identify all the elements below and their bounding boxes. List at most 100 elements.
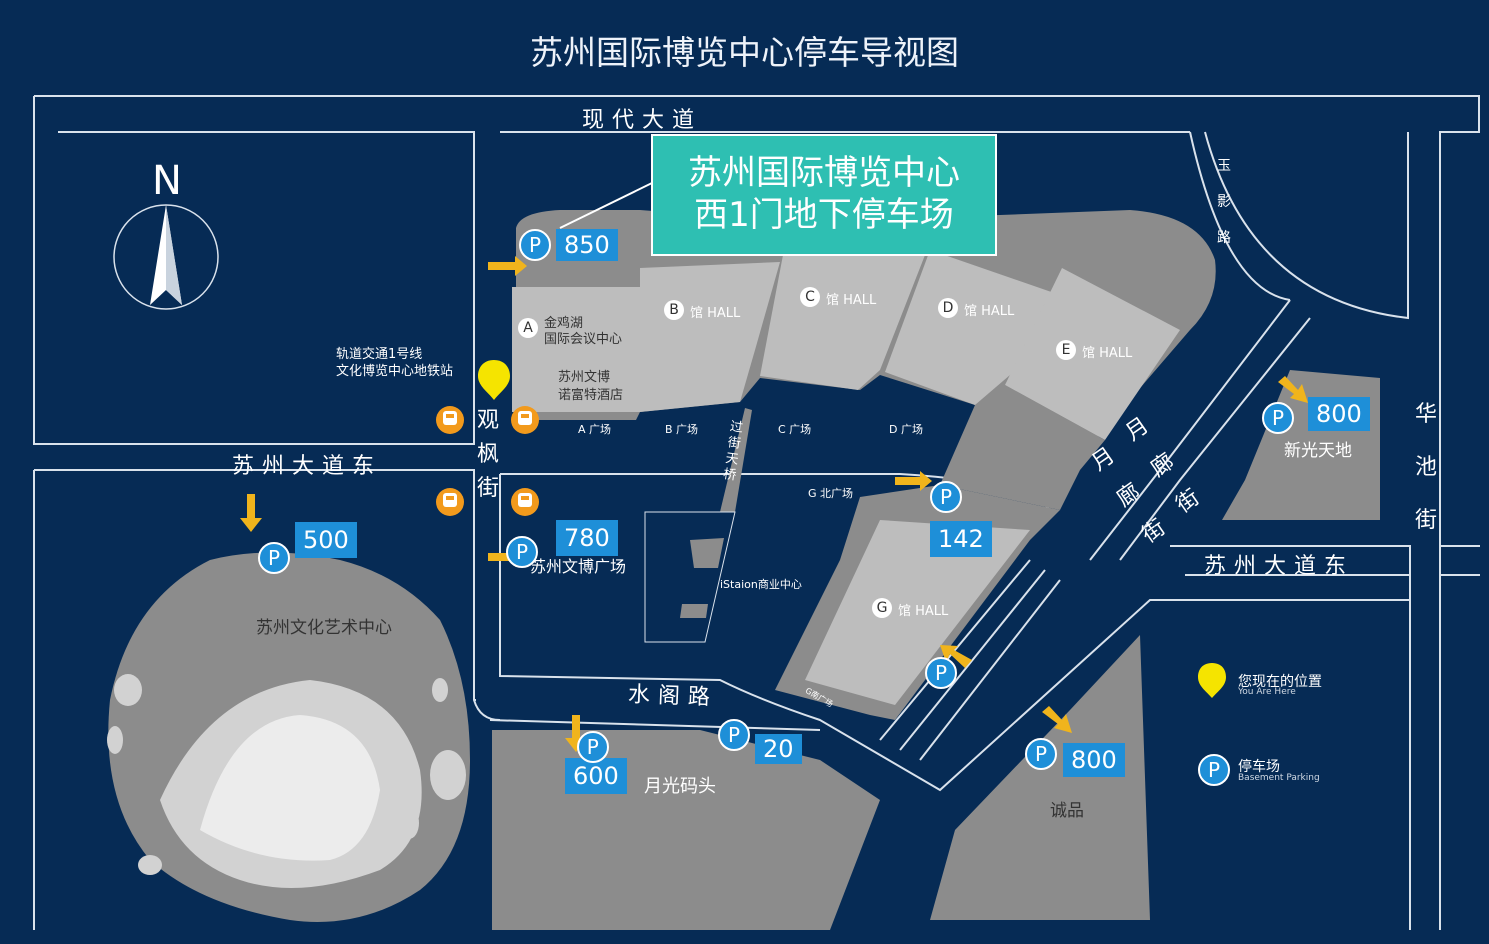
istation-label: iStaion商业中心: [720, 578, 802, 591]
hall-e-block: [1005, 268, 1180, 440]
hotel-name-1: 苏州文博: [558, 370, 611, 385]
hall-b-letter: B: [664, 300, 684, 320]
hall-c-block: [760, 255, 925, 390]
arrow-500: [240, 494, 262, 532]
metro-icon-4: [511, 488, 539, 516]
culture-center-core: [200, 715, 380, 861]
parking-p-icon: P: [930, 481, 962, 513]
metro-icon-1: [436, 406, 464, 434]
parking-g-south-p-icon[interactable]: P: [925, 657, 957, 689]
parking-500-count: 500: [295, 522, 357, 558]
street-guanfeng: 观枫街: [476, 408, 499, 501]
road-outline-diag1: [1089, 299, 1291, 561]
hall-c-name: 馆 HALL: [826, 293, 877, 308]
road-outline-diag2: [1119, 317, 1311, 561]
legend-parking-en: Basement Parking: [1238, 773, 1320, 783]
plaza-b: B 广场: [665, 423, 699, 436]
hall-g-block: [805, 520, 1030, 705]
parking-p-icon: P: [718, 719, 750, 751]
road-outline-diag4: [919, 579, 1061, 761]
hall-b-block: [640, 262, 780, 412]
parking-p-icon: P: [576, 731, 609, 763]
hall-a-name-2: 国际会议中心: [544, 332, 623, 347]
arrow-142: [895, 471, 932, 491]
parking-p-icon: P: [1262, 402, 1294, 434]
hotel-name-2: 诺富特酒店: [558, 388, 624, 403]
road-outline-left-block: [33, 96, 475, 445]
callout-line-1: 苏州国际博览中心: [688, 153, 960, 193]
hall-e-letter: E: [1056, 340, 1076, 360]
arrow-800-eslite: [1042, 706, 1072, 733]
plaza-d: D 广场: [889, 423, 923, 436]
metro-station-line1: 轨道交通1号线: [336, 347, 423, 362]
parking-850[interactable]: P 850: [519, 229, 618, 261]
moon-pier-label: 月光码头: [644, 776, 716, 797]
hall-connector: [940, 385, 1105, 510]
hall-d-letter: D: [938, 298, 958, 318]
street-suzhou-ave-east-left: 苏州大道东: [232, 454, 383, 479]
hall-a-letter: A: [518, 318, 538, 338]
parking-850-count: 850: [556, 229, 618, 261]
page-title: 苏州国际博览中心停车导视图: [530, 33, 959, 72]
road-outline-diag5: [899, 569, 1046, 751]
road-outline-diag3: [879, 559, 1031, 741]
street-suzhou-ave-east-right: 苏州大道东: [1204, 554, 1355, 579]
arrow-g-south: [940, 645, 972, 668]
istation-outline: [644, 511, 736, 643]
parking-142[interactable]: P 142: [930, 481, 992, 557]
callout-line-2: 西1门地下停车场: [694, 195, 954, 235]
culture-center-label: 苏州文化艺术中心: [256, 618, 392, 638]
parking-800-east[interactable]: P 800: [1262, 394, 1370, 434]
hall-e-name: 馆 HALL: [1082, 346, 1133, 361]
parking-20-count: 20: [755, 734, 802, 764]
parking-800-eslite-count: 800: [1063, 743, 1125, 777]
hall-g-name: 馆 HALL: [898, 604, 949, 619]
street-yuying-road: 玉影路: [1217, 158, 1231, 246]
parking-142-count: 142: [930, 521, 992, 557]
istation-block-2: [680, 604, 708, 618]
hall-c-letter: C: [800, 287, 820, 307]
metro-icon-2: [511, 406, 539, 434]
parking-800-eslite[interactable]: P 800: [1025, 731, 1125, 777]
metro-station-line2: 文化博览中心地铁站: [336, 364, 454, 379]
parking-600[interactable]: 600 P: [565, 720, 627, 794]
hall-b-name: 馆 HALL: [690, 306, 741, 321]
parking-780-count: 780: [556, 520, 618, 556]
eslite-block: [930, 635, 1150, 920]
parking-p-icon: P: [1025, 738, 1057, 770]
road-outline-top: [34, 95, 1480, 930]
arrow-800-east: [1278, 376, 1308, 403]
istation-block-1: [690, 538, 724, 568]
road-outline-yuying: [1204, 131, 1409, 320]
street-huachi: 华池街: [1414, 402, 1437, 533]
legend-pin-icon: [1198, 663, 1226, 698]
parking-780[interactable]: P 780: [506, 508, 618, 568]
hall-a-name-1: 金鸡湖: [544, 316, 584, 331]
legend-you-are-here-en: You Are Here: [1238, 687, 1296, 697]
road-outline-right-inner: [1440, 545, 1480, 576]
xinguang-label: 新光天地: [1284, 441, 1352, 461]
callout-pointer: [559, 182, 653, 229]
road-outline-right-block: [1185, 574, 1411, 930]
overpass-bridge: [720, 408, 752, 512]
parking-p-icon: P: [506, 536, 538, 568]
parking-p-icon: P: [258, 542, 290, 574]
hall-d-block: [885, 250, 1060, 405]
plaza-c: C 广场: [778, 423, 812, 436]
moon-pier-block: [492, 730, 880, 930]
street-modern-avenue: 现代大道: [582, 108, 703, 133]
legend-you-are-here-cn: 您现在的位置: [1238, 674, 1322, 690]
parking-800-east-count: 800: [1308, 397, 1370, 431]
wenbo-plaza-label: 苏州文博广场: [530, 557, 627, 576]
callout-west1-parking: 苏州国际博览中心 西1门地下停车场: [651, 134, 997, 256]
you-are-here-pin-icon: [478, 360, 510, 400]
plaza-a: A 广场: [578, 423, 612, 436]
eslite-label: 诚品: [1050, 801, 1084, 821]
parking-600-count: 600: [565, 758, 627, 794]
hall-d-name: 馆 HALL: [964, 304, 1015, 319]
legend-parking-icon: P: [1198, 754, 1230, 786]
parking-500[interactable]: P 500: [258, 506, 357, 574]
street-shuige-road: 水阁路: [627, 682, 719, 711]
parking-20[interactable]: P 20: [718, 706, 802, 764]
